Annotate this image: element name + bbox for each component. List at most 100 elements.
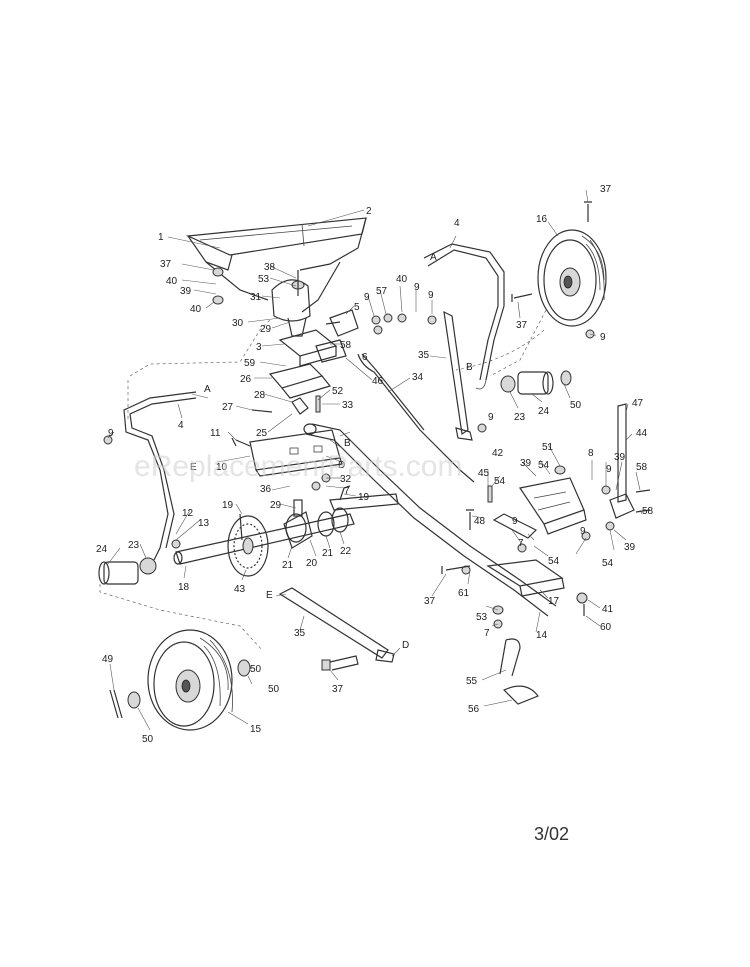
- callout-54: 54: [538, 460, 550, 471]
- brace-lower: [278, 587, 395, 663]
- callout-ref-a: A: [204, 384, 211, 395]
- callout-ref-e: E: [266, 590, 273, 601]
- handle-pin-and-clip: [499, 638, 539, 705]
- callout-27: 27: [222, 402, 234, 413]
- callout-32: 32: [340, 474, 352, 485]
- callout-37: 37: [332, 684, 344, 695]
- callout-54: 54: [602, 558, 614, 569]
- wheel-right: [537, 229, 607, 327]
- callout-55: 55: [466, 676, 478, 687]
- control-bracket: [487, 477, 587, 539]
- mounting-plate: [278, 329, 347, 367]
- callout-9: 9: [488, 412, 494, 423]
- handle-right: [423, 243, 505, 390]
- callout-39: 39: [614, 452, 626, 463]
- callout-6: 6: [362, 352, 368, 363]
- callout-8: 8: [588, 448, 594, 459]
- callout-9: 9: [606, 464, 612, 475]
- callout-36: 36: [260, 484, 272, 495]
- axle: [173, 513, 355, 565]
- callout-11: 11: [210, 428, 221, 439]
- callout-9: 9: [414, 282, 420, 293]
- callout-58: 58: [340, 340, 352, 351]
- callout-9: 9: [600, 332, 606, 343]
- callout-23: 23: [128, 540, 140, 551]
- callout-24: 24: [96, 544, 108, 555]
- callout-28: 28: [254, 390, 266, 401]
- callout-20: 20: [306, 558, 318, 569]
- hardware-washers: [103, 267, 615, 629]
- hopper-bracket: [329, 309, 407, 337]
- callout-ref-a: A: [430, 252, 437, 263]
- callout-30: 30: [232, 318, 244, 329]
- callout-9: 9: [580, 526, 586, 537]
- callout-44: 44: [636, 428, 648, 439]
- callout-35: 35: [418, 350, 430, 361]
- callout-33: 33: [342, 400, 354, 411]
- mounting-bracket: [486, 559, 565, 597]
- date-code: 3/02: [534, 824, 569, 844]
- callout-37: 37: [600, 184, 612, 195]
- callout-58: 58: [636, 462, 648, 473]
- callout-9: 9: [512, 516, 518, 527]
- handle-left: [123, 391, 197, 561]
- callout-45: 45: [478, 468, 490, 479]
- control-lever: [609, 403, 635, 519]
- agitator: [268, 363, 332, 399]
- callout-50: 50: [250, 664, 262, 675]
- callout-46: 46: [372, 376, 384, 387]
- callout-34: 34: [412, 372, 424, 383]
- spinner-shaft-parts: [251, 395, 321, 415]
- callout-40: 40: [190, 304, 202, 315]
- watermark-text: eReplacementParts.com: [134, 450, 462, 483]
- callout-15: 15: [250, 724, 262, 735]
- control-rod: [357, 353, 475, 483]
- callout-13: 13: [198, 518, 210, 529]
- axle-bracket: [249, 429, 343, 477]
- brace-right: [443, 310, 473, 441]
- callout-54: 54: [548, 556, 560, 567]
- callout-50: 50: [142, 734, 154, 745]
- callout-50: 50: [268, 684, 280, 695]
- gearbox-assembly: [271, 270, 311, 337]
- callout-48: 48: [474, 516, 486, 527]
- callout-29: 29: [260, 324, 272, 335]
- callout-59: 59: [244, 358, 256, 369]
- callout-50: 50: [570, 400, 582, 411]
- callout-23: 23: [514, 412, 526, 423]
- callout-18: 18: [178, 582, 190, 593]
- callout-53: 53: [476, 612, 488, 623]
- callout-19: 19: [358, 492, 370, 503]
- bolt-lower: [321, 655, 359, 671]
- callout-29: 29: [270, 500, 282, 511]
- callout-61: 61: [458, 588, 470, 599]
- callout-7: 7: [344, 486, 350, 497]
- callout-4: 4: [454, 218, 460, 229]
- callout-26: 26: [240, 374, 252, 385]
- callout-51: 51: [542, 442, 554, 453]
- spacer-left: [98, 557, 157, 585]
- callout-17: 17: [548, 596, 560, 607]
- spacer-right: [500, 370, 572, 395]
- callout-14: 14: [536, 630, 548, 641]
- callout-40: 40: [166, 276, 178, 287]
- frame-tube: [303, 423, 557, 617]
- callout-39: 39: [180, 286, 192, 297]
- callout-58: 58: [642, 506, 654, 517]
- callout-7: 7: [518, 538, 524, 549]
- callout-40: 40: [396, 274, 408, 285]
- callout-1: 1: [158, 232, 164, 243]
- callout-22: 22: [340, 546, 352, 557]
- gear: [227, 515, 269, 577]
- callout-9: 9: [428, 290, 434, 301]
- callout-ref-d: D: [338, 460, 345, 471]
- callout-38: 38: [264, 262, 276, 273]
- cotter-pin: [109, 689, 123, 719]
- callout-5: 5: [354, 302, 360, 313]
- callout-35: 35: [294, 628, 306, 639]
- callout-53: 53: [258, 274, 270, 285]
- callout-41: 41: [602, 604, 614, 615]
- callout-ref-e: E: [190, 462, 197, 473]
- callout-57: 57: [376, 286, 388, 297]
